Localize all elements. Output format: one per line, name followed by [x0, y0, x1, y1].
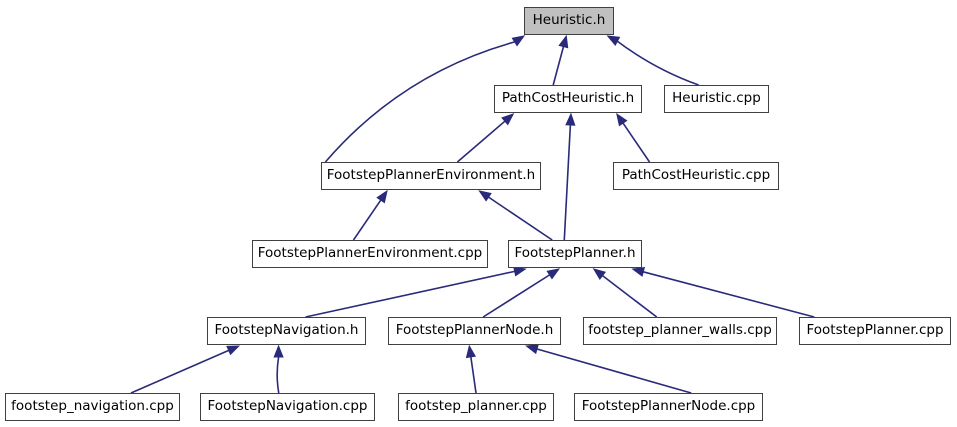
- edge-footstepplannernode_cpp-to-footstepplannernode_h: [525, 344, 692, 394]
- node-heuristic_cpp[interactable]: Heuristic.cpp: [664, 85, 769, 113]
- node-label: FootstepPlannerEnvironment.h: [326, 167, 536, 184]
- node-footstepplannernode_h[interactable]: FootstepPlannerNode.h: [388, 317, 561, 345]
- edge-footstep_planner_walls_cpp-to-footstepplanner_h: [592, 268, 658, 318]
- node-label: FootstepPlannerEnvironment.cpp: [257, 245, 483, 262]
- node-label: footstep_navigation.cpp: [11, 398, 174, 415]
- node-label: FootstepPlanner.h: [514, 245, 636, 262]
- edge-pathcostheuristic_cpp-to-pathcostheuristic_h: [616, 112, 651, 163]
- node-footstepplannerenvironment_cpp[interactable]: FootstepPlannerEnvironment.cpp: [252, 240, 488, 268]
- node-label: FootstepNavigation.h: [214, 322, 359, 339]
- node-footstep_planner_cpp[interactable]: footstep_planner.cpp: [398, 393, 554, 421]
- edge-heuristic_cpp-to-heuristic_h: [606, 35, 699, 86]
- node-footstepplannerenvironment_h[interactable]: FootstepPlannerEnvironment.h: [321, 162, 541, 190]
- node-footstepnavigation_cpp[interactable]: FootstepNavigation.cpp: [200, 393, 375, 421]
- edge-footstepplanner_h-to-footstepplannerenvironment_h: [478, 190, 553, 241]
- node-pathcostheuristic_h[interactable]: PathCostHeuristic.h: [494, 85, 642, 113]
- node-label: Heuristic.cpp: [672, 90, 761, 107]
- node-footstep_navigation_cpp[interactable]: footstep_navigation.cpp: [5, 393, 180, 421]
- node-heuristic_h[interactable]: Heuristic.h: [524, 7, 614, 35]
- edge-footstepplannernode_h-to-footstepplanner_h: [482, 268, 561, 318]
- edge-footstep_navigation_cpp-to-footstepnavigation_h: [130, 345, 241, 394]
- edge-footstepnavigation_h-to-footstepplanner_h: [305, 266, 527, 318]
- node-footstepplannernode_cpp[interactable]: FootstepPlannerNode.cpp: [574, 393, 763, 421]
- edge-footstepplannerenvironment_h-to-pathcostheuristic_h: [456, 113, 515, 163]
- node-label: Heuristic.h: [532, 12, 606, 29]
- node-label: footstep_planner_walls.cpp: [588, 322, 772, 339]
- node-label: FootstepPlannerNode.cpp: [581, 398, 756, 415]
- edge-footstepplanner_h-to-pathcostheuristic_h: [563, 112, 576, 241]
- edge-footstepplanner_cpp-to-footstepplanner_h: [631, 266, 815, 318]
- node-footstep_planner_walls_cpp[interactable]: footstep_planner_walls.cpp: [583, 317, 777, 345]
- node-footstepplanner_cpp[interactable]: FootstepPlanner.cpp: [799, 317, 951, 345]
- node-footstepplanner_h[interactable]: FootstepPlanner.h: [508, 240, 642, 268]
- node-pathcostheuristic_cpp[interactable]: PathCostHeuristic.cpp: [613, 162, 779, 190]
- node-label: footstep_planner.cpp: [405, 398, 547, 415]
- edge-footstepnavigation_cpp-to-footstepnavigation_h: [273, 344, 284, 394]
- edge-pathcostheuristic_h-to-heuristic_h: [552, 34, 569, 86]
- node-label: FootstepPlanner.cpp: [806, 322, 944, 339]
- node-label: FootstepNavigation.cpp: [207, 398, 368, 415]
- node-label: PathCostHeuristic.cpp: [621, 167, 771, 184]
- node-footstepnavigation_h[interactable]: FootstepNavigation.h: [207, 317, 366, 345]
- node-label: FootstepPlannerNode.h: [395, 322, 554, 339]
- edge-footstep_planner_cpp-to-footstepplannernode_h: [465, 344, 477, 394]
- node-label: PathCostHeuristic.h: [501, 90, 635, 107]
- edge-footstepplannerenvironment_cpp-to-footstepplannerenvironment_h: [352, 189, 388, 241]
